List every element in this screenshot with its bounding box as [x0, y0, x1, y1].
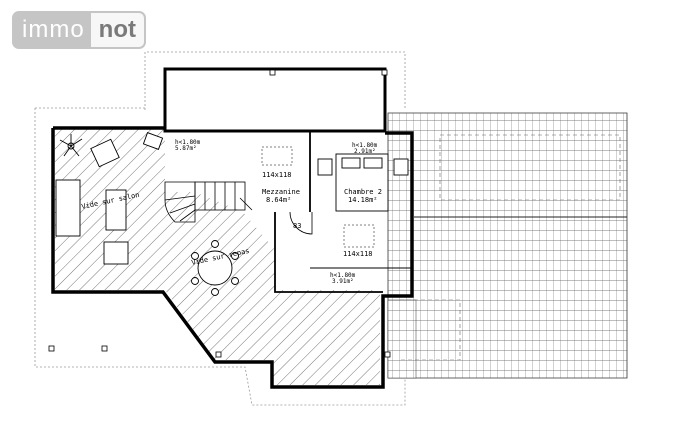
marker-symbols [48, 69, 391, 358]
mezz-name: Mezzanine [262, 188, 300, 196]
stairs [164, 181, 253, 223]
door-swing [289, 211, 313, 235]
ch2-area: 14.18m² [348, 196, 378, 204]
door-width-label: 83 [293, 222, 301, 230]
bottom-height-area: 3.91m² [332, 278, 354, 285]
ch2-name: Chambre 2 [344, 188, 382, 196]
mezz-height-area: 5.87m² [175, 145, 197, 152]
dotted-outline [34, 51, 406, 406]
immonot-logo: immo not [12, 11, 146, 49]
logo-part-not: not [90, 13, 144, 47]
ch2-window-label: 114x118 [343, 250, 373, 258]
roof-tiles [387, 112, 628, 379]
ch2-height-label: h<1.80m [352, 142, 378, 149]
bottom-height-label: h<1.80m [330, 272, 356, 279]
double-bed [317, 153, 409, 212]
mezz-window-label: 114x118 [262, 171, 292, 179]
ch2-height-area: 2.91m² [354, 148, 376, 155]
mezz-area: 8.64m² [266, 196, 291, 204]
dining-table [191, 240, 239, 296]
plant-icon [59, 134, 83, 157]
logo-part-immo: immo [22, 16, 85, 43]
walls [51, 67, 414, 389]
furniture [55, 132, 409, 296]
mezz-height-label: h<1.80m [175, 139, 201, 146]
